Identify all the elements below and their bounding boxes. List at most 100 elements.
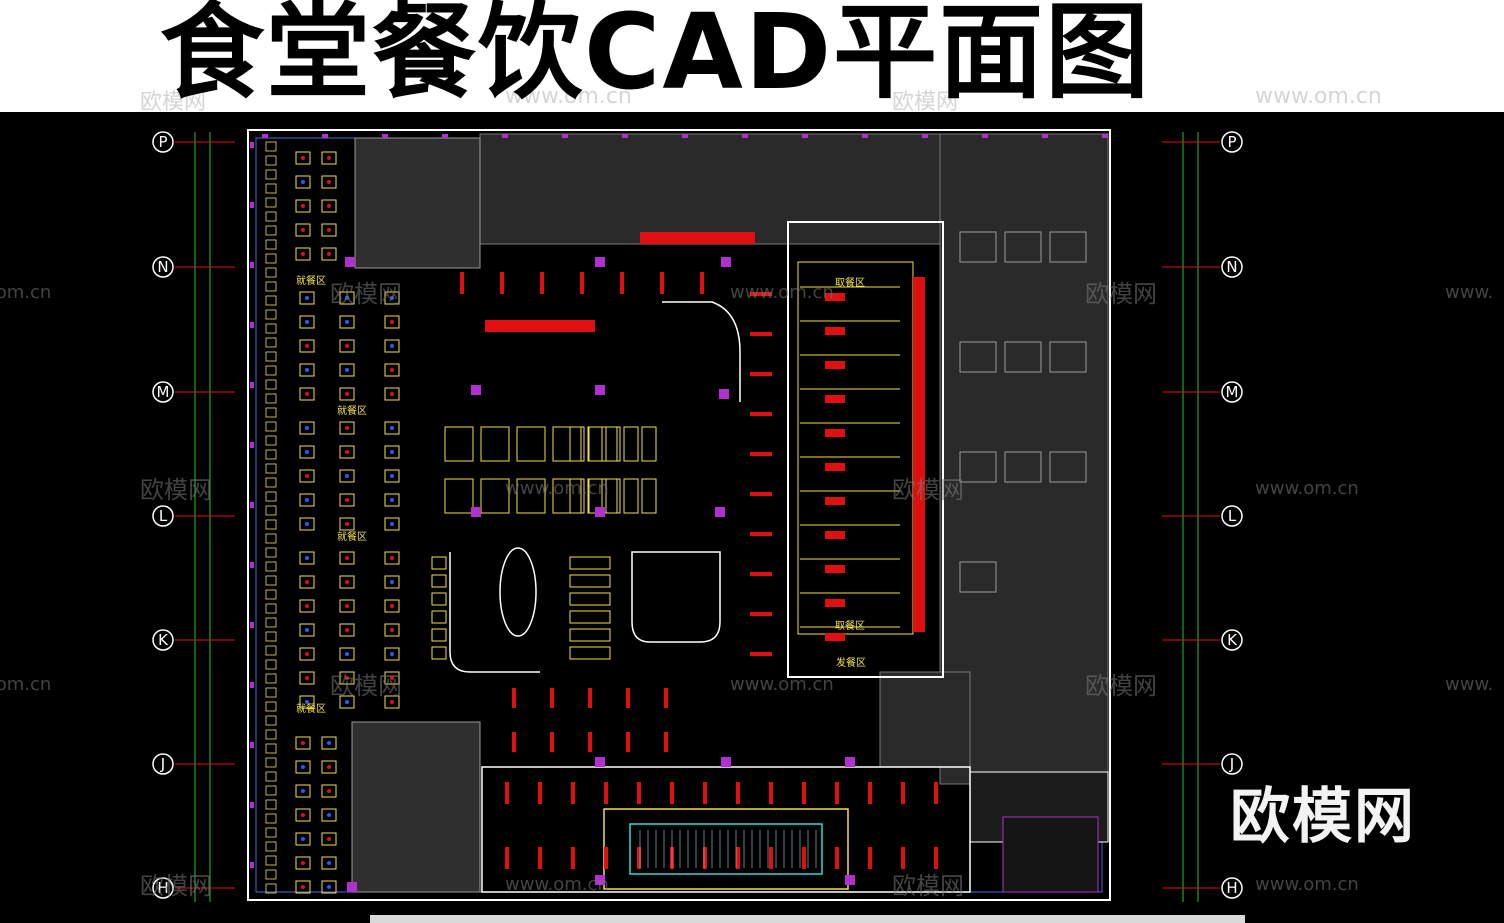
booth-seat (432, 557, 446, 569)
table-marker (327, 180, 331, 184)
serving-station (825, 429, 845, 437)
chair (266, 604, 276, 613)
watermark-url: .om.cn (0, 282, 51, 303)
chair (266, 856, 276, 865)
booth-seat (570, 629, 610, 641)
chair (266, 534, 276, 543)
column (595, 757, 605, 767)
chair (266, 786, 276, 795)
table-marker (305, 556, 309, 560)
table-marker (390, 700, 394, 704)
wall-marker (922, 134, 928, 138)
table-marker (390, 392, 394, 396)
table-marker (390, 652, 394, 656)
rack (750, 612, 772, 616)
chair (266, 436, 276, 445)
rack (664, 688, 668, 708)
wall-marker (250, 382, 254, 388)
watermark-url: www. (1445, 674, 1493, 695)
wall-marker (250, 862, 254, 868)
axis-label: H (1226, 879, 1237, 897)
rack (934, 782, 938, 804)
rack (588, 688, 592, 708)
column (721, 257, 731, 267)
rack (580, 272, 584, 294)
column (347, 882, 357, 892)
chair (266, 688, 276, 697)
chair (266, 590, 276, 599)
serving-station (825, 531, 845, 539)
cad-drawing-canvas: PPNNMMLLKKJJHH 就餐区 就餐区 就餐区 就餐区 取餐区 取餐区 发… (0, 112, 1504, 923)
table-marker (390, 320, 394, 324)
rack (626, 732, 630, 752)
rack (901, 782, 905, 804)
chair (266, 520, 276, 529)
right-dimension-chain (1183, 132, 1198, 902)
chair (266, 506, 276, 515)
column (345, 257, 355, 267)
chair (266, 702, 276, 711)
table-marker (301, 741, 305, 745)
watermark-text: 欧模网 (1085, 280, 1157, 308)
table-marker (390, 426, 394, 430)
wall-marker (862, 134, 868, 138)
rack (750, 572, 772, 576)
chair (266, 156, 276, 165)
table-marker (305, 450, 309, 454)
wall-marker (682, 134, 688, 138)
table-marker (305, 368, 309, 372)
table-marker (305, 320, 309, 324)
table-marker (345, 344, 349, 348)
wall-marker (262, 134, 268, 138)
table-marker (305, 522, 309, 526)
table-marker (305, 426, 309, 430)
column (471, 385, 481, 395)
wall-marker (250, 622, 254, 628)
booth-seat (432, 575, 446, 587)
chair (266, 842, 276, 851)
watermark-url: www.om.cn (730, 674, 834, 695)
watermark-url: www.om.cn (505, 874, 609, 895)
column (845, 875, 855, 885)
wall-marker (622, 134, 628, 138)
rack (670, 782, 674, 804)
chair (266, 380, 276, 389)
rack (538, 782, 542, 804)
serving-station (825, 463, 845, 471)
table-marker (327, 885, 331, 889)
chair (266, 422, 276, 431)
rack (769, 847, 773, 869)
column (719, 389, 729, 399)
table-marker (301, 885, 305, 889)
rack (637, 782, 641, 804)
rack (571, 847, 575, 869)
watermark-url: www.om.cn (1255, 874, 1359, 895)
status-bar (370, 915, 1245, 923)
watermark-url: www.om.cn (730, 282, 834, 303)
wall-marker (250, 802, 254, 808)
wall-marker (802, 134, 808, 138)
booth-seat (570, 647, 610, 659)
table-marker (301, 180, 305, 184)
axis-label: L (159, 507, 168, 525)
serving-station (825, 599, 845, 607)
table-marker (305, 676, 309, 680)
rack (604, 847, 608, 869)
axis-label: N (157, 258, 168, 276)
table-marker (345, 652, 349, 656)
watermark-url: www.om.cn (1255, 84, 1382, 109)
table-marker (390, 580, 394, 584)
column (845, 757, 855, 767)
chair (266, 282, 276, 291)
table-marker (390, 498, 394, 502)
chair (266, 758, 276, 767)
zone-label-take-meal: 取餐区 (835, 276, 865, 289)
table-marker (390, 474, 394, 478)
watermark-text: 欧模网 (330, 672, 402, 700)
watermark-text: 欧模网 (140, 872, 212, 900)
table-marker (327, 789, 331, 793)
dining-table (606, 427, 620, 461)
wall-marker (250, 502, 254, 508)
table-marker (390, 604, 394, 608)
axis-label: J (160, 755, 165, 773)
